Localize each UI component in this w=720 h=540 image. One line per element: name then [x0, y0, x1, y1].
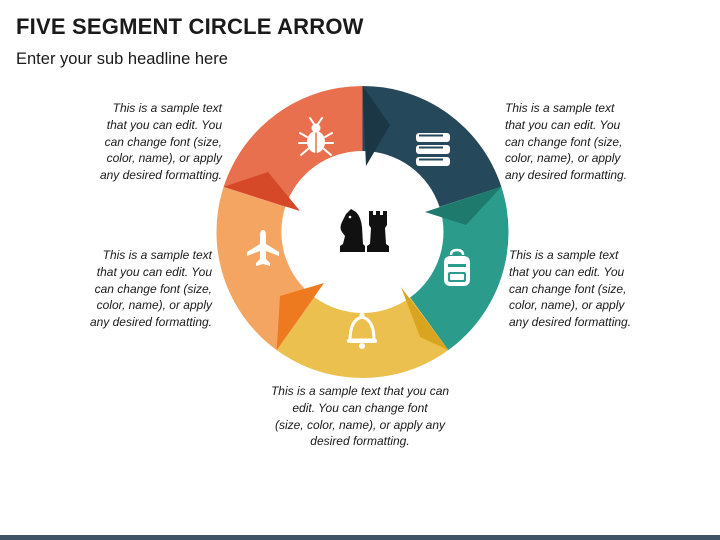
text-block-bottom: This is a sample text that you can edit.… [270, 384, 450, 449]
segment-bottom [276, 287, 449, 378]
segment-top-left [223, 86, 363, 211]
airplane-icon [247, 230, 279, 266]
text-block-top-right: This is a sample text that you can edit.… [505, 101, 628, 183]
footer-bar [0, 535, 720, 540]
text-block-mid-left: This is a sample text that you can edit.… [89, 248, 212, 330]
text-block-mid-right: This is a sample text that you can edit.… [509, 248, 632, 330]
bug-icon [298, 117, 334, 156]
bell-icon [347, 312, 377, 349]
books-icon [416, 133, 450, 166]
text-block-top-left: This is a sample text that you can edit.… [99, 101, 222, 183]
slide-subtitle: Enter your sub headline here [16, 50, 228, 68]
backpack-icon [444, 248, 470, 286]
chess-pieces-icon [340, 209, 389, 252]
segment-left [216, 186, 324, 351]
slide-title: FIVE SEGMENT CIRCLE ARROW [16, 14, 364, 39]
